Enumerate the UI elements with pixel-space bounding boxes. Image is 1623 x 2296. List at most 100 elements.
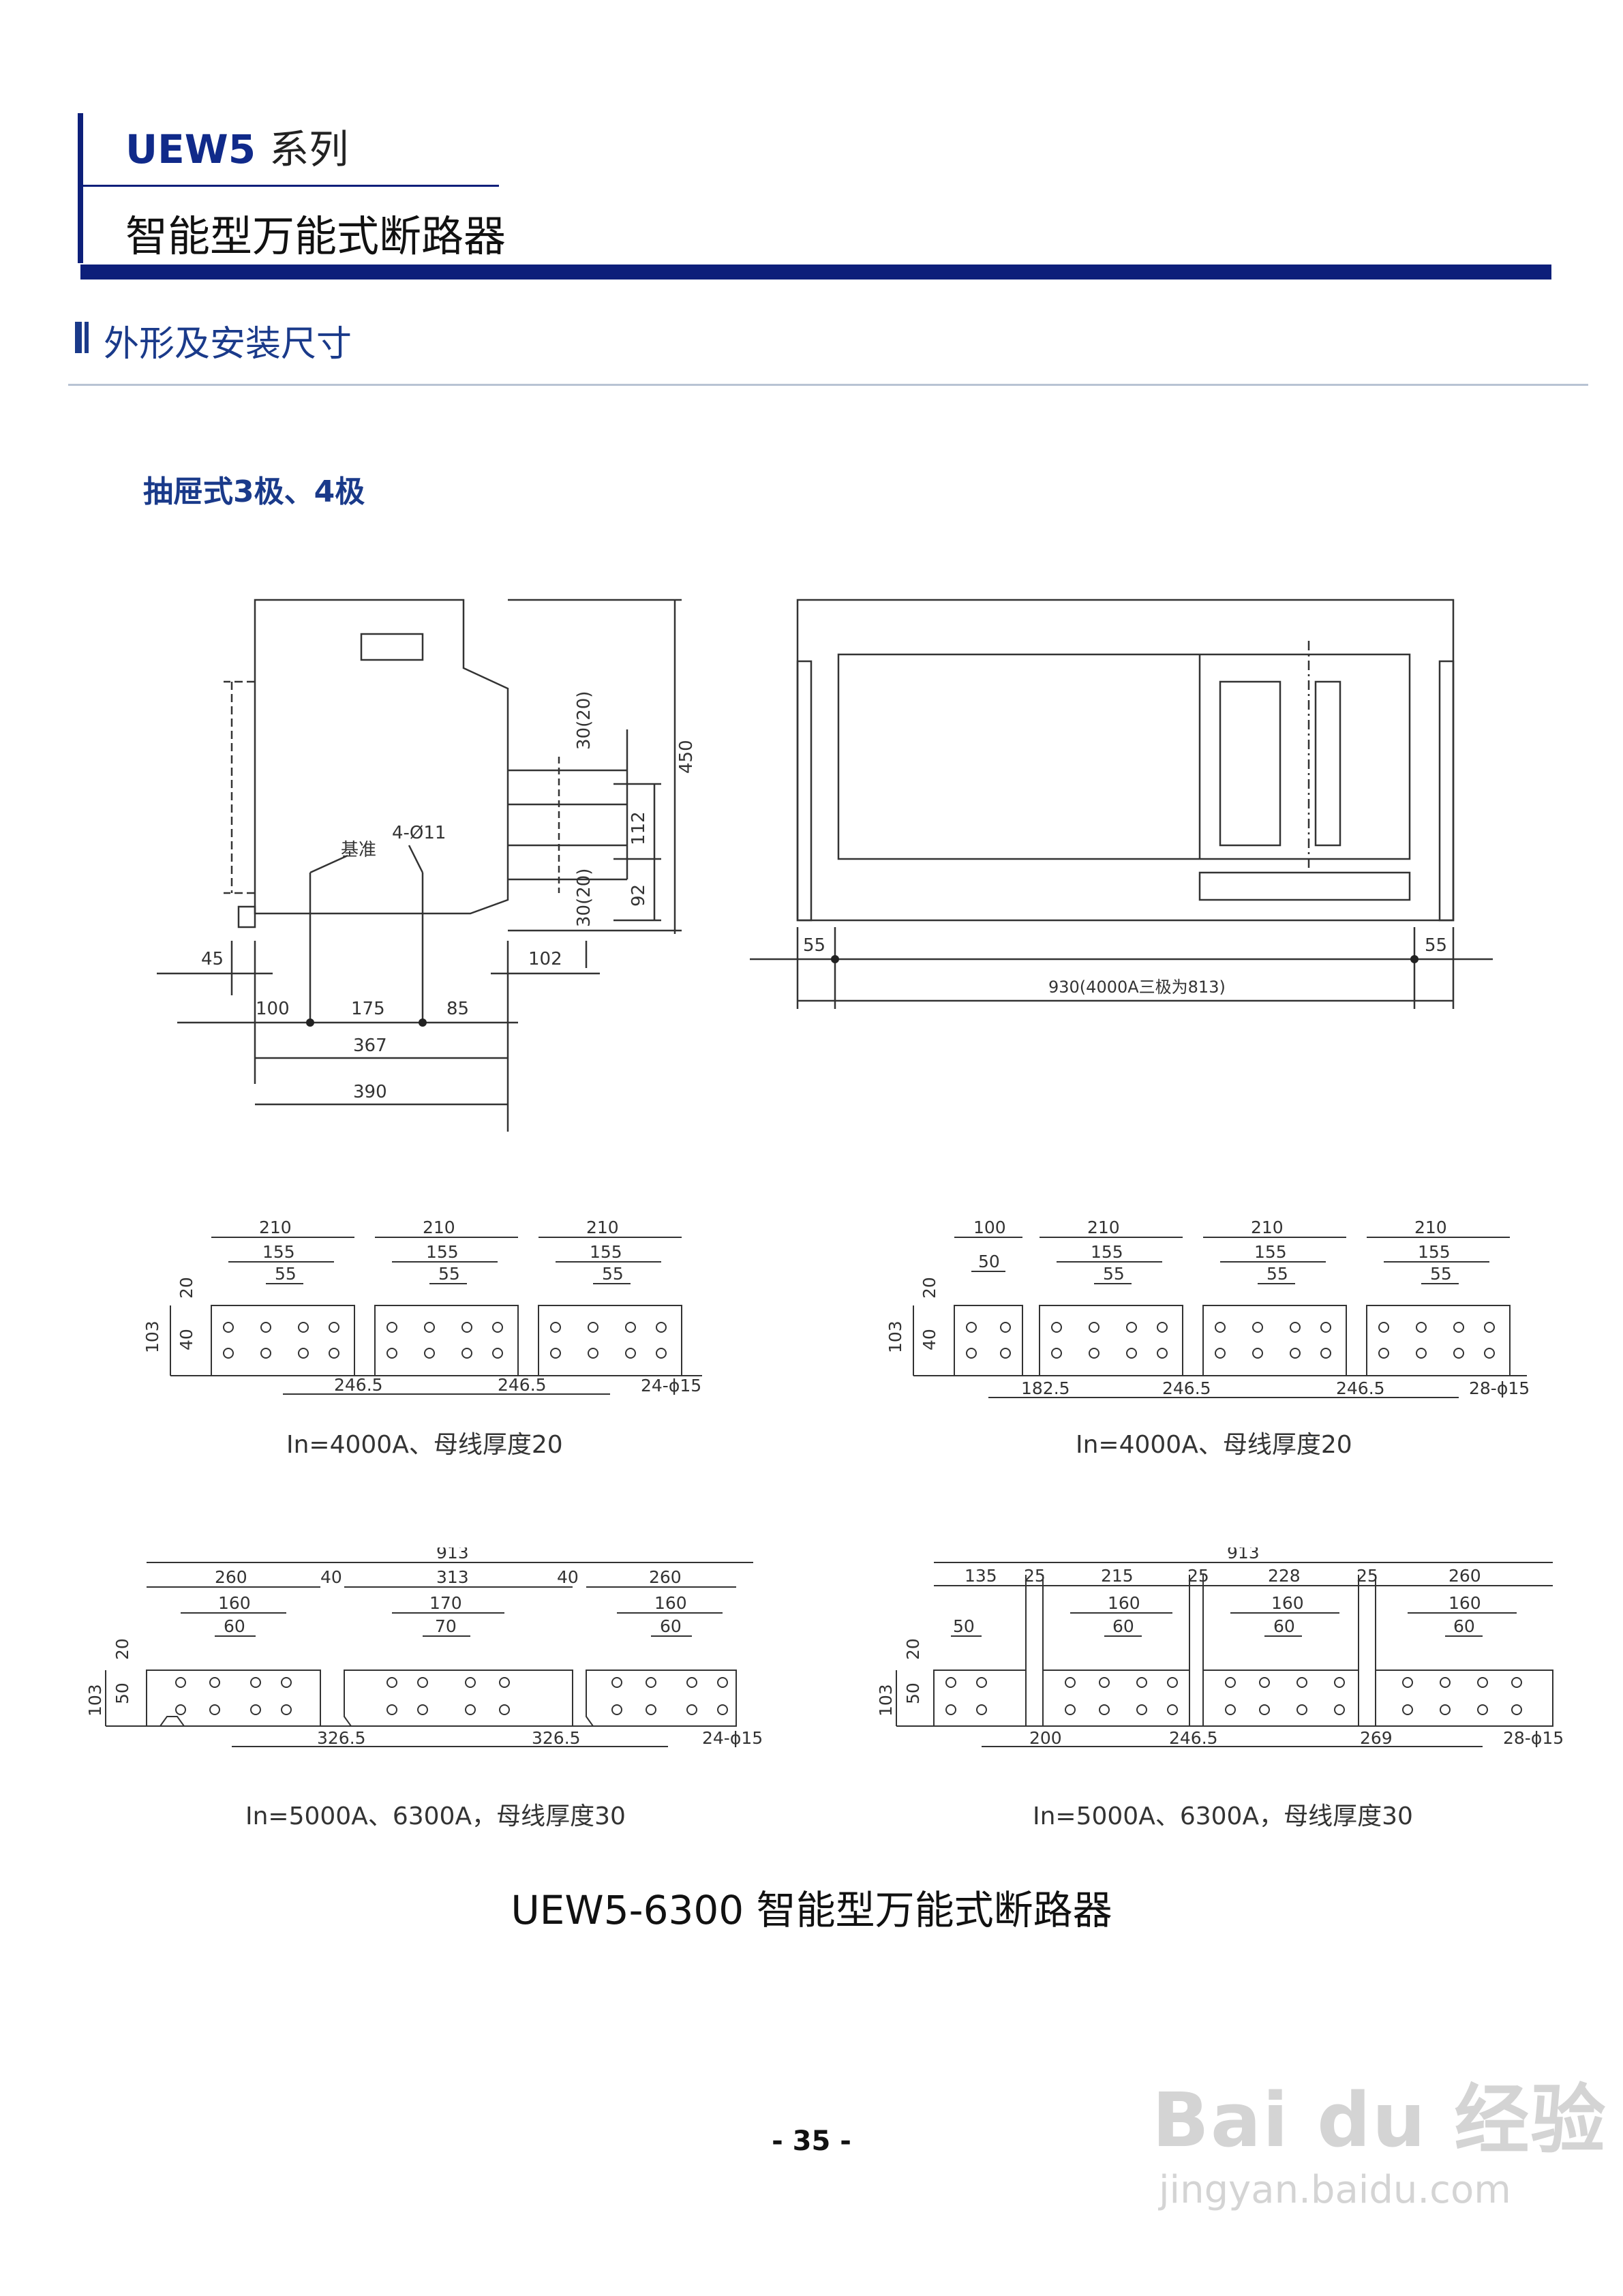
b2-w155-c: 155 — [1418, 1242, 1451, 1262]
dim-100: 100 — [256, 999, 290, 1019]
b1-w155-a: 155 — [262, 1242, 295, 1262]
dim-width-930: 930(4000A三极为813) — [1048, 978, 1226, 997]
b4-h50: 50 — [903, 1682, 923, 1704]
b4-w60-b: 60 — [1273, 1616, 1295, 1636]
b1-w55-b: 55 — [438, 1264, 460, 1284]
header-divider — [83, 185, 499, 187]
b1-w155-b: 155 — [426, 1242, 459, 1262]
busbar-4pole-6300-drawing: 913 135 25 215 25 228 25 260 160 160 160… — [876, 1547, 1564, 1748]
dim-175: 175 — [351, 999, 385, 1019]
b2-w50: 50 — [978, 1252, 1000, 1271]
dim-102: 102 — [528, 949, 562, 969]
section-divider — [68, 384, 1588, 386]
section-marker — [75, 322, 82, 353]
dim-left-55: 55 — [803, 935, 825, 956]
dim-30-20-bottom: 30(20) — [574, 868, 594, 927]
b2-h40: 40 — [920, 1329, 939, 1350]
section-title: 外形及安装尺寸 — [104, 324, 352, 365]
b2-w155-a: 155 — [1091, 1242, 1123, 1262]
b3-h103: 103 — [85, 1684, 105, 1717]
b4-pitch-200: 200 — [1029, 1728, 1062, 1748]
b3-w40-a: 40 — [320, 1567, 342, 1587]
b2-pitch-182: 182.5 — [1021, 1378, 1070, 1398]
b4-w25-b: 25 — [1187, 1566, 1209, 1586]
busbar-4pole-4000-drawing: 100 50 210 210 210 155 155 155 55 55 55 … — [886, 1218, 1530, 1398]
b3-w60-b: 60 — [660, 1616, 682, 1636]
b4-h20: 20 — [903, 1638, 923, 1660]
b4-w135: 135 — [965, 1566, 997, 1586]
b3-h50: 50 — [112, 1682, 132, 1704]
b2-pitch-a: 246.5 — [1162, 1378, 1211, 1398]
b3-h20: 20 — [112, 1638, 132, 1660]
b3-total: 913 — [436, 1547, 469, 1562]
series-suffix: 系列 — [269, 126, 349, 172]
dim-30-20-top: 30(20) — [574, 691, 594, 750]
b3-w60-a: 60 — [224, 1616, 245, 1636]
b2-pitch-b: 246.5 — [1336, 1378, 1385, 1398]
b4-w160-c: 160 — [1448, 1593, 1481, 1613]
b4-w160-b: 160 — [1271, 1593, 1304, 1613]
b3-w170: 170 — [429, 1593, 462, 1613]
b1-h20: 20 — [177, 1277, 196, 1299]
b2-w55-b: 55 — [1266, 1264, 1288, 1284]
b3-w160-a: 160 — [218, 1593, 251, 1613]
b1-pitch-a: 246.5 — [334, 1375, 383, 1395]
b4-w160-a: 160 — [1108, 1593, 1140, 1613]
b4-h103: 103 — [876, 1684, 896, 1717]
label-holes: 4-Ø11 — [392, 823, 446, 843]
watermark-url: jingyan.baidu.com — [1159, 2168, 1511, 2212]
b2-w210-a: 210 — [1087, 1218, 1120, 1237]
b4-pitch-246: 246.5 — [1169, 1728, 1218, 1748]
dim-45: 45 — [201, 949, 224, 969]
b3-w160-b: 160 — [654, 1593, 687, 1613]
caption-4pole-6300: In=5000A、6300A，母线厚度30 — [1033, 1802, 1413, 1830]
b2-h103: 103 — [886, 1320, 905, 1353]
b4-holes: 28-ϕ15 — [1503, 1728, 1564, 1748]
dim-92: 92 — [628, 884, 649, 907]
watermark-logo: Bai du 经验 — [1152, 2076, 1607, 2164]
label-reference: 基准 — [341, 840, 376, 860]
b2-w55-a: 55 — [1103, 1264, 1125, 1284]
b4-w215: 215 — [1101, 1566, 1134, 1586]
dim-390: 390 — [353, 1082, 387, 1102]
busbar-3pole-4000-drawing: 210 210 210 155 155 155 55 55 55 103 40 … — [143, 1218, 702, 1395]
b2-w210-c: 210 — [1414, 1218, 1447, 1237]
b2-w55-c: 55 — [1430, 1264, 1452, 1284]
b2-w155-b: 155 — [1254, 1242, 1287, 1262]
b4-w60-c: 60 — [1453, 1616, 1475, 1636]
b3-pitch-a: 326.5 — [317, 1728, 366, 1748]
b3-w260-b: 260 — [649, 1567, 682, 1587]
b4-w25-c: 25 — [1356, 1566, 1378, 1586]
b2-h20: 20 — [920, 1277, 939, 1299]
series-code: UEW5 — [125, 126, 256, 172]
b4-w50: 50 — [953, 1616, 975, 1636]
dim-367: 367 — [353, 1036, 387, 1056]
b1-w210-b: 210 — [423, 1218, 455, 1237]
b3-w313: 313 — [436, 1567, 469, 1587]
b1-w155-c: 155 — [590, 1242, 622, 1262]
caption-4pole-4000: In=4000A、母线厚度20 — [1076, 1431, 1352, 1459]
front-view-drawing: 55 55 930(4000A三极为813) — [750, 599, 1493, 1009]
b4-w228: 228 — [1268, 1566, 1301, 1586]
b3-w70: 70 — [435, 1616, 457, 1636]
caption-3pole-6300: In=5000A、6300A，母线厚度30 — [245, 1802, 626, 1830]
header-thick-rule — [80, 265, 1551, 280]
header-accent-bar — [78, 113, 83, 263]
busbar-3pole-6300-drawing: 913 260 40 313 40 260 160 170 160 60 70 … — [85, 1547, 763, 1748]
dim-85: 85 — [446, 999, 469, 1019]
b3-holes: 24-ϕ15 — [702, 1728, 763, 1748]
series-title: UEW5 系列 — [125, 117, 348, 175]
b1-w55-a: 55 — [275, 1264, 297, 1284]
page-number: - 35 - — [772, 2126, 851, 2157]
dim-right-55: 55 — [1425, 935, 1447, 956]
b4-w60-a: 60 — [1112, 1616, 1134, 1636]
section-marker-secondary — [85, 322, 89, 353]
figure-caption: UEW5-6300 智能型万能式断路器 — [511, 1887, 1112, 1933]
b1-w210-c: 210 — [586, 1218, 619, 1237]
b4-total: 913 — [1227, 1547, 1260, 1562]
dim-450: 450 — [676, 740, 697, 774]
b3-pitch-b: 326.5 — [532, 1728, 581, 1748]
b1-pitch-b: 246.5 — [498, 1375, 547, 1395]
b1-w55-c: 55 — [602, 1264, 624, 1284]
page-subtitle: 智能型万能式断路器 — [125, 211, 506, 261]
